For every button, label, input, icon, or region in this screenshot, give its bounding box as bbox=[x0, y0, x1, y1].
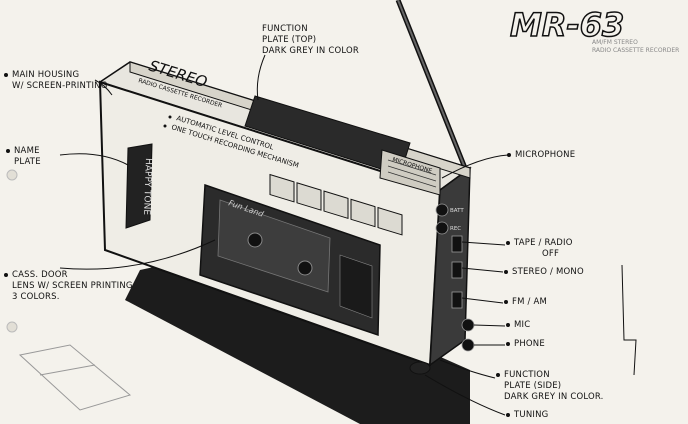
callout-name-plate: NAME PLATE bbox=[6, 146, 41, 168]
bullet-icon bbox=[506, 412, 510, 417]
callout-mic: MIC bbox=[506, 320, 530, 331]
detail-sketch bbox=[18, 344, 132, 411]
name-plate-text: HAPPY TONE bbox=[141, 158, 153, 216]
tuning-wheel bbox=[409, 361, 431, 375]
tape-radio-switch bbox=[451, 235, 463, 253]
callout-fm-am: FM / AM bbox=[504, 297, 547, 308]
rec-label: REC bbox=[450, 226, 461, 232]
punch-hole bbox=[6, 321, 18, 333]
bullet-icon bbox=[4, 72, 8, 77]
bullet-icon bbox=[506, 322, 510, 327]
bullet-icon bbox=[506, 240, 510, 245]
callout-function-plate-side: FUNCTION PLATE (SIDE) DARK GREY IN COLOR… bbox=[496, 370, 604, 403]
model-title: MR-63 bbox=[510, 6, 624, 44]
bullet-icon bbox=[504, 269, 508, 274]
key-button bbox=[377, 206, 403, 236]
rec-indicator bbox=[435, 221, 449, 235]
bullet-icon bbox=[496, 372, 500, 377]
bullet-icon bbox=[506, 341, 510, 346]
drop-shadow bbox=[125, 255, 470, 424]
key-button bbox=[269, 173, 295, 203]
batt-label: BATT bbox=[450, 208, 464, 214]
callout-function-plate-top: FUNCTION PLATE (TOP) DARK GREY IN COLOR bbox=[262, 24, 359, 56]
callout-tape-radio: TAPE / RADIO OFF bbox=[506, 238, 573, 260]
tape-reel bbox=[297, 260, 313, 276]
bullet-icon bbox=[504, 299, 508, 304]
fm-am-switch bbox=[451, 291, 463, 309]
callout-cass-door: CASS. DOOR LENS W/ SCREEN PRINTING 3 COL… bbox=[4, 270, 133, 303]
callout-phone: PHONE bbox=[506, 339, 545, 350]
bullet-icon bbox=[6, 148, 10, 153]
bullet-icon bbox=[4, 272, 8, 277]
key-button bbox=[323, 190, 349, 220]
batt-indicator bbox=[435, 203, 449, 217]
callout-stereo-mono: STEREO / MONO bbox=[504, 267, 584, 278]
callout-microphone: MICROPHONE bbox=[507, 150, 575, 161]
phone-jack bbox=[461, 338, 475, 352]
key-button bbox=[296, 182, 322, 211]
callout-tuning: TUNING bbox=[506, 410, 548, 421]
mic-jack bbox=[461, 318, 475, 332]
callout-main-housing: MAIN HOUSING W/ SCREEN-PRINTING bbox=[4, 70, 108, 92]
stereo-mono-switch bbox=[451, 261, 463, 279]
tape-reel bbox=[247, 232, 263, 248]
punch-hole bbox=[6, 169, 18, 181]
bullet-icon bbox=[507, 152, 511, 157]
subtitle-line: AM/FM STEREO bbox=[592, 39, 638, 46]
subtitle-line: RADIO CASSETTE RECORDER bbox=[592, 47, 679, 54]
profile-sketch bbox=[621, 264, 637, 376]
leader-lines bbox=[59, 54, 509, 416]
name-plate bbox=[125, 143, 153, 229]
key-button bbox=[350, 198, 376, 228]
